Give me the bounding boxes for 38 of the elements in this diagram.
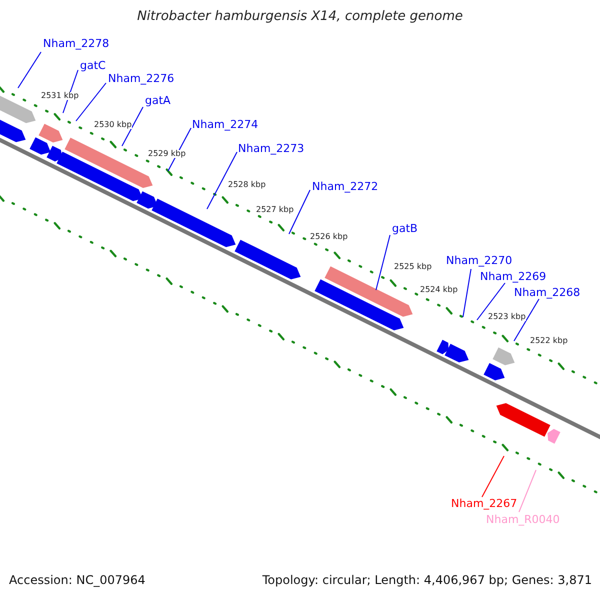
- leader-line: [76, 82, 106, 122]
- gene-label: Nham_2272: [312, 181, 378, 192]
- gene-label: Nham_2276: [108, 73, 174, 84]
- leader-line: [514, 298, 540, 342]
- gene-label: Nham_2273: [238, 143, 304, 154]
- accession-text: Accession: NC_007964: [9, 574, 146, 586]
- leader-line: [482, 456, 504, 498]
- gene-label: Nham_2268: [514, 287, 580, 298]
- gene-label: Nham_2278: [43, 38, 110, 49]
- scale-label: 2530 kbp: [94, 121, 132, 129]
- leader-line: [476, 282, 506, 320]
- scale-label: 2526 kbp: [310, 233, 348, 241]
- gene-label: Nham_R0040: [486, 514, 560, 525]
- scale-label: 2523 kbp: [488, 313, 526, 321]
- scale-label: 2524 kbp: [420, 286, 458, 294]
- gene-label: Nham_2269: [480, 271, 546, 282]
- gene-label: gatC: [80, 60, 106, 71]
- gene-label: Nham_2267: [451, 498, 518, 509]
- scale-label: 2528 kbp: [228, 181, 266, 189]
- scale-label: 2529 kbp: [148, 150, 186, 158]
- scale-label: 2527 kbp: [256, 206, 294, 214]
- genome-summary-text: Topology: circular; Length: 4,406,967 bp; Genes: 3,871: [262, 574, 592, 586]
- leader-line: [462, 268, 472, 318]
- leader-line: [206, 152, 238, 210]
- leader-line: [168, 128, 192, 172]
- leader-line: [376, 234, 390, 290]
- leader-line: [288, 190, 310, 234]
- gene-label: Nham_2270: [446, 255, 512, 266]
- gene-label: gatA: [145, 95, 171, 106]
- gene-label: Nham_2274: [192, 119, 258, 130]
- scale-label: 2531 kbp: [41, 92, 79, 100]
- leader-line: [122, 106, 144, 146]
- leader-line: [18, 52, 42, 88]
- diagram-title: Nitrobacter hamburgensis X14, complete genome: [136, 10, 464, 23]
- leader-line: [518, 470, 536, 512]
- scale-label: 2522 kbp: [530, 337, 568, 345]
- gene-label: gatB: [392, 223, 418, 234]
- scale-label: 2525 kbp: [394, 263, 432, 271]
